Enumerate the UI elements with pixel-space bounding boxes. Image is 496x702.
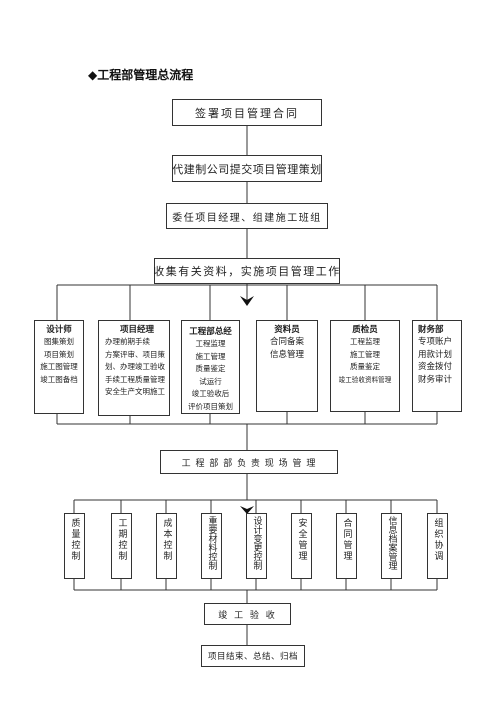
flow-step-collect-data: 收集有关资料，实施项目管理工作 <box>153 258 340 284</box>
flow-step-final: 项目结束、总结、归档 <box>201 645 305 667</box>
flow-step-site-management: 工 程 部 部 负 责 现 场 管 理 <box>160 450 338 474</box>
dept-project-manager-title: 项目经理 <box>119 325 154 335</box>
control-coordination: 组织协调 <box>427 513 448 579</box>
dept-document-clerk-title: 资料员 <box>274 325 300 335</box>
page-title: ◆工程部管理总流程 <box>88 68 194 82</box>
control-materials: 重要材料控制 <box>201 513 222 579</box>
dept-quality-inspector-title: 质检员 <box>352 325 378 335</box>
dept-designer: 设计师 图集策划 项目策划 施工图管理 竣工图备档 <box>34 320 84 414</box>
dept-quality-inspector: 质检员 工程监理 施工管理 质量鉴定 竣工验收资料管理 <box>330 320 400 412</box>
flow-step-appoint-manager: 委任项目经理、组建施工班组 <box>166 203 328 229</box>
control-archives: 信息档案管理 <box>381 513 402 579</box>
control-quality: 质量控制 <box>64 513 85 579</box>
flow-step-sign-contract: 签署项目管理合同 <box>172 99 322 126</box>
control-contract: 合同管理 <box>336 513 357 579</box>
flow-step-acceptance: 竣 工 验 收 <box>204 603 291 625</box>
control-cost: 成本控制 <box>156 513 177 579</box>
control-safety: 安全管理 <box>291 513 312 579</box>
dept-finance-title: 财务部 <box>418 325 444 335</box>
dept-designer-title: 设计师 <box>46 325 72 335</box>
dept-document-clerk: 资料员 合同备案 信息管理 <box>256 320 318 412</box>
dept-project-manager: 项目经理 办理前期手续 方案评审、项目策 划、办理竣工验收 手续工程质量管理 安… <box>98 320 170 416</box>
control-schedule: 工期控制 <box>111 513 132 579</box>
flow-step-submit-plan: 代建制公司提交项目管理策划 <box>172 155 322 182</box>
dept-finance: 财务部 专项账户 用款计划 资金拨付 财务审计 <box>412 320 462 412</box>
dept-engineering-director-title: 工程部总经 <box>189 327 232 337</box>
dept-engineering-director: 工程部总经 工程监理 施工管理 质量鉴定 试运行 竣工验收后 评价项目策划 <box>181 320 240 414</box>
control-design-change: 设计变更控制 <box>246 513 267 579</box>
